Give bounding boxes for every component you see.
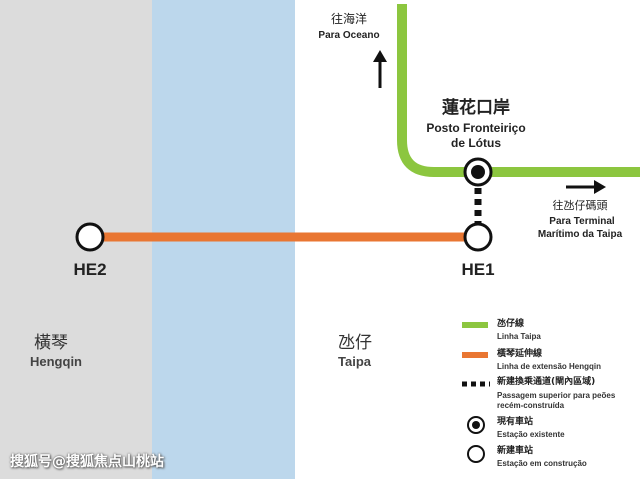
taipa-region-zh: 氹仔: [338, 333, 372, 353]
lotus-station-name-pt-1: Posto Fronteiriço: [426, 121, 526, 135]
lotus-station-dot: [471, 165, 485, 179]
legend-extension-zh: 橫琴延伸線: [497, 349, 543, 359]
legend-existing-zh: 現有車站: [497, 417, 534, 427]
up-arrow-icon: [373, 50, 387, 88]
legend-taipa-line-zh: 氹仔線: [497, 319, 525, 329]
right-arrow-icon: [566, 180, 606, 194]
legend-existing-pt: Estação existente: [497, 430, 565, 439]
hengqin-region-pt: Hengqin: [30, 354, 82, 369]
legend-icons: [462, 322, 490, 463]
direction-terminal-zh: 往氹仔碼頭: [552, 199, 608, 212]
he2-station-marker: [75, 222, 105, 252]
legend-passage-zh: 新建換乘通道(閘內區域): [497, 377, 596, 387]
legend-passage-pt-2: recém-construída: [497, 401, 565, 410]
legend-extension-pt: Linha de extensão Hengqin: [497, 362, 602, 371]
taipa-region-pt: Taipa: [338, 354, 371, 369]
direction-terminal-pt-1: Para Terminal: [549, 216, 615, 227]
legend-new-station-zh: 新建車站: [497, 446, 534, 456]
legend-taipa-line-pt: Linha Taipa: [497, 332, 541, 341]
direction-terminal-pt-2: Marítimo da Taipa: [537, 229, 623, 240]
legend-new-station-icon: [467, 445, 485, 463]
he1-station-label: HE1: [461, 260, 495, 279]
legend-new-station-pt: Estação em construção: [497, 459, 587, 468]
taipa-line: [397, 4, 640, 177]
watermark: 搜狐号@搜狐焦点山桃站: [10, 454, 164, 470]
lotus-station-name-pt-2: de Lótus: [451, 136, 501, 150]
legend-passage-pt-1: Passagem superior para peões: [497, 391, 616, 400]
he2-station-label: HE2: [73, 260, 107, 279]
direction-ocean-pt: Para Oceano: [318, 30, 380, 41]
direction-ocean-zh: 往海洋: [330, 12, 368, 26]
hengqin-region-zh: 橫琴: [34, 333, 68, 353]
he1-station-marker: [463, 222, 493, 252]
lotus-station-name-zh: 蓮花口岸: [442, 98, 510, 118]
